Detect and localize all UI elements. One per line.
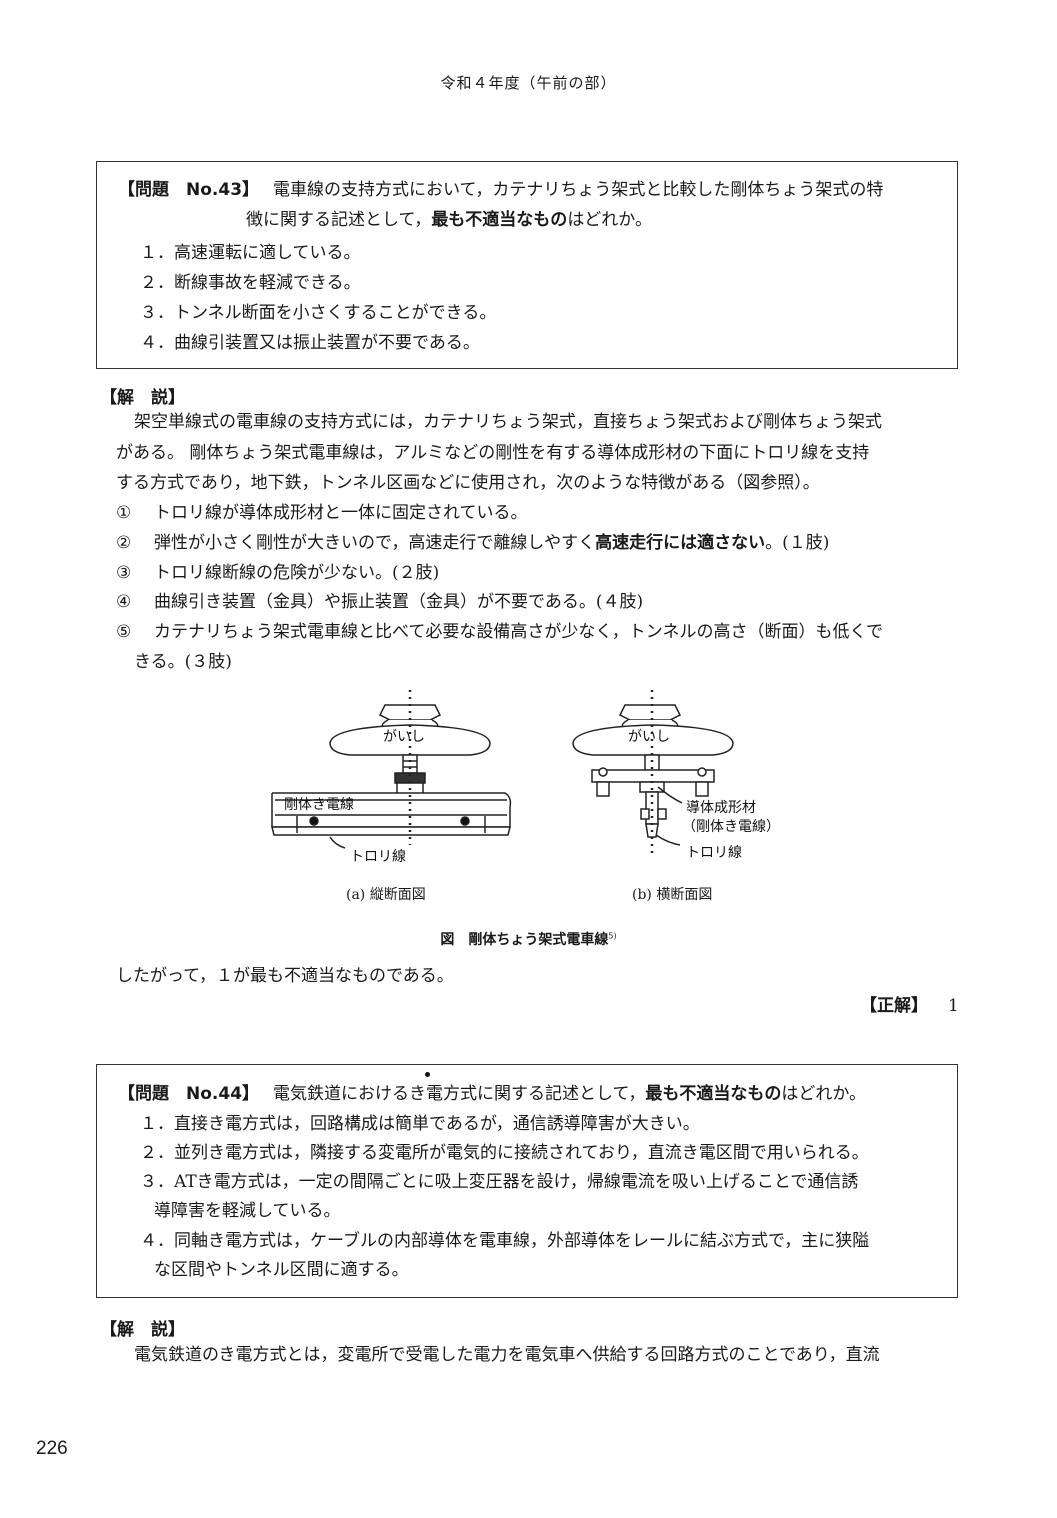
item-3-text: トロリ線断線の危険が少ない。(２肢) xyxy=(154,563,440,583)
question-44-option-3: ３．ATき電方式は，一定の間隔ごとに吸上変圧器を設け，帰線電流を吸い上げることで… xyxy=(140,1172,859,1192)
item-5-number: ⑤ xyxy=(116,622,132,642)
emphasis-dot xyxy=(425,1072,430,1077)
question-43-option-3: ３．トンネル断面を小さくすることができる。 xyxy=(140,303,497,323)
item-2-tail: 。(１肢) xyxy=(765,533,830,553)
figure-title: 図 剛体ちょう架式電車線5) xyxy=(0,929,1057,949)
item-1-number: ① xyxy=(116,503,132,523)
question-44-stem-emphasis: 最も不適当なもの xyxy=(645,1084,782,1104)
explanation-43-item-5: ⑤ カテナリちょう架式電車線と比べて必要な設備高さが少なく，トンネルの高さ（断面）… xyxy=(116,620,883,644)
explanation-43-item-5-continued: きる。(３肢) xyxy=(134,652,232,672)
question-44-option-4: ４．同軸き電方式は，ケーブルの内部導体を電車線，外部導体をレールに結ぶ方式で，主… xyxy=(140,1231,870,1251)
question-43-label: 【問題 No.43】 xyxy=(118,180,260,200)
answer-43-value: 1 xyxy=(948,996,959,1016)
question-43-stem-text1: 電車線の支持方式において，カテナリちょう架式と比較した剛体ちょう架式の特 xyxy=(273,180,884,200)
figure-b-conductor-sublabel: （剛体き電線） xyxy=(682,819,780,835)
question-44-option-2: ２．並列き電方式は，隣接する変電所が電気的に接続されており，直流き電区間で用いら… xyxy=(140,1143,869,1163)
explanation-44-heading: 【解 説】 xyxy=(100,1320,185,1340)
answer-43: 【正解】 1 xyxy=(860,994,959,1018)
question-44-option-3-cont: 導障害を軽減している。 xyxy=(154,1201,341,1221)
figure-a-longitudinal xyxy=(271,690,512,849)
explanation-43-conclusion: したがって，１が最も不適当なものである。 xyxy=(116,966,454,986)
item-1-text: トロリ線が導体成形材と一体に固定されている。 xyxy=(154,503,528,523)
question-43-stem-emphasis: 最も不適当なもの xyxy=(431,210,568,230)
question-44-stem-text1: 電気鉄道におけるき電方式に関する記述として， xyxy=(273,1084,646,1104)
explanation-43-para-line1: 架空単線式の電車線の支持方式には，カテナリちょう架式，直接ちょう架式および剛体ち… xyxy=(134,412,882,432)
question-43-option-2: ２．断線事故を軽減できる。 xyxy=(140,273,361,293)
explanation-43-para-line3: する方式であり，地下鉄，トンネル区画などに使用され，次のような特徴がある（図参照… xyxy=(116,473,820,493)
question-43-stem-line1: 【問題 No.43】電車線の支持方式において，カテナリちょう架式と比較した剛体ち… xyxy=(118,178,883,202)
explanation-43-item-3: ③ トロリ線断線の危険が少ない。(２肢) xyxy=(116,561,439,585)
question-44-option-1: １．直接き電方式は，回路構成は簡単であるが，通信誘導障害が大きい。 xyxy=(140,1114,700,1134)
explanation-43-item-2: ② 弾性が小さく剛性が大きいので，高速走行で離線しやすく高速走行には適さない。(１… xyxy=(116,531,829,555)
figure-b-conductor-label: 導体成形材 xyxy=(686,800,756,816)
explanation-43-para-line2: がある。 剛体ちょう架式電車線は，アルミなどの剛性を有する導体成形材の下面にトロ… xyxy=(116,443,870,463)
figure-a-insulator-label: がいし xyxy=(383,729,425,745)
question-43-stem-line2: 徴に関する記述として，最も不適当なものはどれか。 xyxy=(246,208,652,232)
figure-b-trolley-label: トロリ線 xyxy=(686,845,742,861)
explanation-43-heading: 【解 説】 xyxy=(100,388,185,408)
figure-b-caption: (b) 横断面図 xyxy=(632,887,713,903)
question-43-box xyxy=(96,161,958,369)
figure-b-cross-section xyxy=(572,690,734,855)
figure-a-rigid-wire-label: 剛体き電線 xyxy=(284,797,354,813)
running-header: 令和４年度（午前の部） xyxy=(440,74,617,92)
rigid-conductor-a xyxy=(271,792,512,828)
question-44-label: 【問題 No.44】 xyxy=(118,1084,260,1104)
question-44-stem-text2: はどれか。 xyxy=(781,1084,867,1104)
explanation-43-item-4: ④ 曲線引き装置（金具）や振止装置（金具）が不要である。(４肢) xyxy=(116,590,643,614)
question-44-box xyxy=(96,1064,958,1298)
item-2-number: ② xyxy=(116,533,132,553)
item-2-emphasis: 高速走行には適さない xyxy=(595,533,766,553)
figure-b-insulator-label: がいし xyxy=(628,729,670,745)
figure-a-trolley-label: トロリ線 xyxy=(350,849,406,865)
figure-title-text: 図 剛体ちょう架式電車線 xyxy=(440,932,609,948)
item-5-text: カテナリちょう架式電車線と比べて必要な設備高さが少なく，トンネルの高さ（断面）も… xyxy=(154,622,883,642)
item-4-number: ④ xyxy=(116,592,132,612)
question-44-stem: 【問題 No.44】電気鉄道におけるき電方式に関する記述として，最も不適当なもの… xyxy=(118,1082,866,1106)
rigid-catenary-figure: がいし 剛体き電線 トロリ線 がいし 導体成形材 （剛体き電線） トロリ線 xyxy=(271,690,780,865)
question-43-stem-text2: 徴に関する記述として， xyxy=(246,210,432,230)
question-44-option-4-cont: な区間やトンネル区間に適する。 xyxy=(154,1260,409,1280)
page-number: 226 xyxy=(36,1438,68,1459)
item-3-number: ③ xyxy=(116,563,132,583)
explanation-43-item-1: ① トロリ線が導体成形材と一体に固定されている。 xyxy=(116,501,528,525)
figure-a-caption: (a) 縦断面図 xyxy=(346,887,426,903)
question-43-option-1: １．高速運転に適している。 xyxy=(140,243,361,263)
item-4-text: 曲線引き装置（金具）や振止装置（金具）が不要である。(４肢) xyxy=(154,592,644,612)
explanation-44-para-line1: 電気鉄道のき電方式とは，変電所で受電した電力を電気車へ供給する回路方式のことであ… xyxy=(134,1345,880,1365)
figure-title-ref: 5) xyxy=(608,931,617,941)
question-43-stem-text3: はどれか。 xyxy=(567,210,652,230)
item-2-text: 弾性が小さく剛性が大きいので，高速走行で離線しやすく xyxy=(154,533,596,553)
question-43-option-4: ４．曲線引装置又は振止装置が不要である。 xyxy=(140,333,480,353)
answer-43-label: 【正解】 xyxy=(860,996,928,1016)
